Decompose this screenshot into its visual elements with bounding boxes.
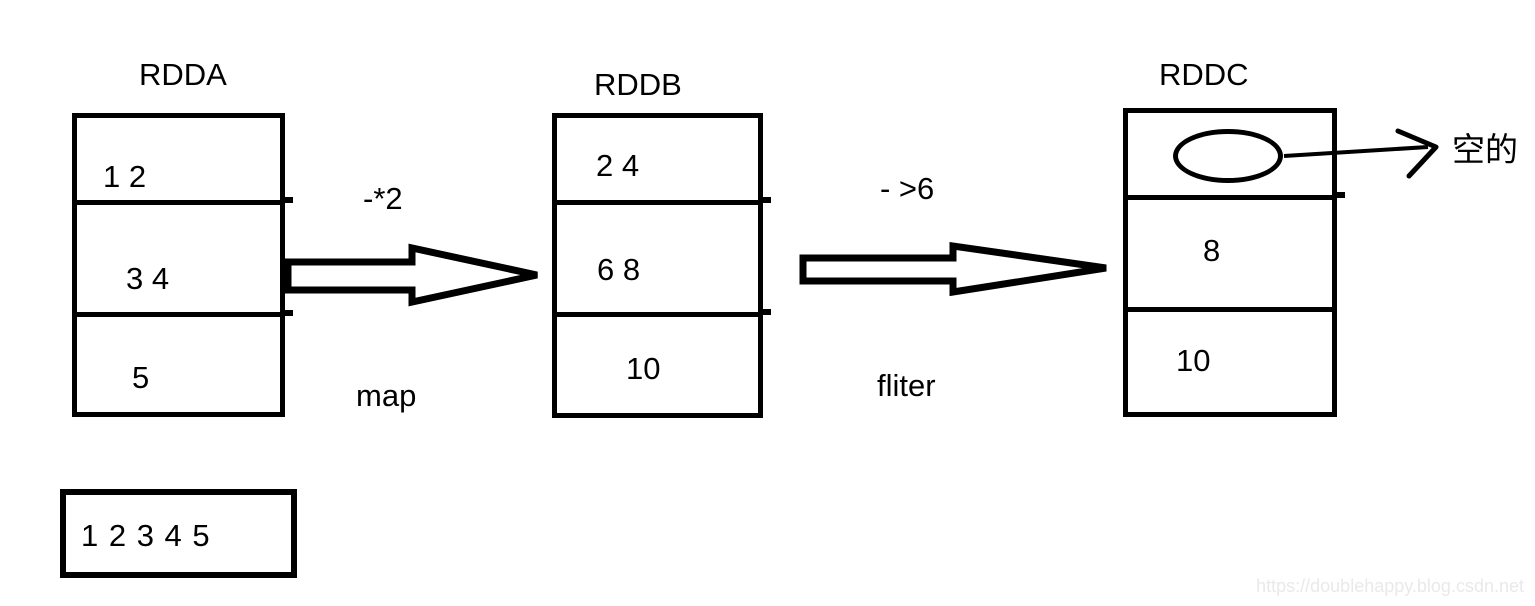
source-data-value: 1 2 3 4 5 bbox=[81, 518, 211, 553]
partition-divider bbox=[77, 200, 280, 205]
filter-arrow bbox=[799, 241, 1107, 297]
empty-label: 空的 bbox=[1452, 131, 1518, 168]
partition-divider bbox=[1128, 307, 1332, 312]
rddb-title: RDDB bbox=[594, 67, 682, 102]
map-formula-label: -*2 bbox=[363, 181, 403, 216]
partition-value: 2 4 bbox=[596, 148, 640, 183]
rddc-title: RDDC bbox=[1159, 57, 1249, 92]
partition-value: 6 8 bbox=[597, 252, 641, 287]
partition-divider bbox=[557, 200, 758, 205]
map-operation-label: map bbox=[356, 378, 417, 413]
rdda-title: RDDA bbox=[139, 57, 227, 92]
watermark-text: https://doublehappy.blog.csdn.net bbox=[1256, 576, 1524, 597]
partition-value: 8 bbox=[1203, 233, 1221, 268]
partition-value: 1 2 bbox=[103, 159, 147, 194]
partition-value: 10 bbox=[626, 351, 661, 386]
partition-value: 10 bbox=[1176, 343, 1211, 378]
divider-overrun bbox=[283, 310, 293, 316]
partition-divider bbox=[1128, 195, 1332, 200]
divider-overrun bbox=[761, 309, 771, 315]
rddc-box: 8 10 bbox=[1123, 108, 1337, 417]
filter-formula-label: - >6 bbox=[880, 171, 935, 206]
partition-value: 5 bbox=[132, 360, 150, 395]
divider-overrun bbox=[761, 197, 771, 203]
rddb-box: 2 4 6 8 10 bbox=[552, 113, 763, 418]
divider-overrun bbox=[283, 197, 293, 203]
rdda-box: 1 2 3 4 5 bbox=[72, 113, 285, 417]
partition-divider bbox=[77, 312, 280, 317]
map-arrow bbox=[284, 243, 538, 307]
empty-partition-ellipse bbox=[1173, 129, 1283, 183]
filter-operation-label: fliter bbox=[877, 368, 936, 403]
partition-value: 3 4 bbox=[126, 261, 170, 296]
partition-divider bbox=[557, 312, 758, 317]
source-data-box: 1 2 3 4 5 bbox=[60, 489, 297, 578]
divider-overrun bbox=[1335, 192, 1345, 198]
